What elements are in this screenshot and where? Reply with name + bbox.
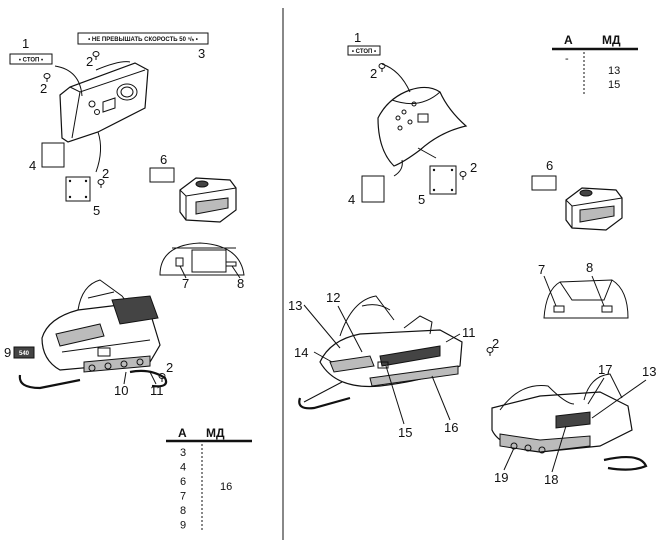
callout-13a-right: 13	[288, 298, 302, 313]
speed-decal	[77, 32, 209, 45]
callout-1-left: 1	[22, 36, 29, 51]
decal-5-left	[65, 176, 91, 202]
callout-11-right: 11	[462, 325, 476, 340]
left-panel: • СТОП • 1 • НЕ ПРЕВЫШАТЬ СКОРОСТЬ 50 ⁿ/…	[4, 32, 252, 532]
plate-decal-text: 540	[19, 351, 30, 357]
table-left-row-a: 3	[180, 447, 186, 459]
callout-3-left: 3	[198, 46, 205, 61]
callout-17-right: 17	[598, 362, 612, 377]
fuel-tank-right	[565, 187, 623, 231]
table-right-a-value: -	[565, 53, 569, 65]
callout-10-left: 10	[114, 383, 128, 398]
callout-16-right: 16	[444, 420, 458, 435]
right-panel: 1 • СТОП • 2 4 5 2	[288, 30, 656, 487]
callout-6-right: 6	[546, 158, 553, 173]
callout-5-right: 5	[418, 192, 425, 207]
screw-icon	[92, 51, 100, 60]
callout-8-right: 8	[586, 260, 593, 275]
table-left-row-a: 8	[180, 505, 186, 517]
callout-2d-left: 2	[166, 360, 173, 375]
decal-4-left	[41, 142, 65, 168]
table-right-col-md: МД	[602, 33, 621, 47]
stop-decal-text-right: • СТОП •	[352, 49, 376, 55]
screw-icon	[158, 373, 166, 382]
table-left-row-a: 4	[180, 462, 186, 474]
table-left-row-a: 7	[180, 491, 186, 503]
callout-4-left: 4	[29, 158, 36, 173]
table-left-row-a: 6	[180, 476, 186, 488]
callout-12-right: 12	[326, 290, 340, 305]
table-left-col-md: МД	[206, 426, 225, 440]
callout-2b-left: 2	[40, 81, 47, 96]
callout-7-right: 7	[538, 262, 545, 277]
plate-decal	[13, 346, 35, 359]
table-right-md-value-1: 13	[608, 65, 620, 77]
table-left-rows: 3 4 6 7 8 9	[180, 447, 186, 532]
decal-4-right	[361, 175, 385, 203]
callout-18-right: 18	[544, 472, 558, 487]
callout-2c-left: 2	[102, 166, 109, 181]
callout-15-right: 15	[398, 425, 412, 440]
table-left-md-value: 16	[220, 481, 232, 493]
snowmobile-right-rear	[491, 373, 648, 471]
hood-panel-left	[159, 242, 245, 276]
screw-icon	[97, 179, 105, 188]
instrument-console-right	[377, 63, 468, 177]
table-left: А МД 3 4 6 7 8 9 16	[166, 426, 252, 532]
decal-6-right	[531, 175, 557, 191]
table-left-col-a: А	[178, 426, 187, 440]
callout-2b-right: 2	[470, 160, 477, 175]
instrument-console-left	[54, 61, 149, 173]
decal-5-right	[429, 165, 457, 195]
callout-2a-left: 2	[86, 54, 93, 69]
table-right: А МД - 13 15	[552, 33, 638, 94]
screw-icon	[486, 347, 494, 356]
stop-decal-text-left: • СТОП •	[19, 58, 43, 64]
callout-5-left: 5	[93, 203, 100, 218]
callout-4-right: 4	[348, 192, 355, 207]
callout-7-left: 7	[182, 276, 189, 291]
speed-decal-text: • НЕ ПРЕВЫШАТЬ СКОРОСТЬ 50 ⁿ/ₕ •	[88, 36, 198, 43]
callout-6-left: 6	[160, 152, 167, 167]
callout-8-left: 8	[237, 276, 244, 291]
decal-6-left	[149, 167, 175, 183]
screw-icon	[459, 171, 467, 180]
callout-2a-right: 2	[370, 66, 377, 81]
screw-icon	[378, 63, 386, 72]
table-right-md-value-2: 15	[608, 79, 620, 91]
stop-decal-left	[9, 53, 53, 65]
snowmobile-right-front	[298, 295, 463, 410]
callout-2c-right: 2	[492, 336, 499, 351]
callout-13b-right: 13	[642, 364, 656, 379]
screw-icon	[43, 73, 51, 82]
table-left-row-a: 9	[180, 520, 186, 532]
snowmobile-left	[18, 279, 168, 390]
stop-decal-right	[347, 45, 381, 56]
callout-9-left: 9	[4, 345, 11, 360]
callout-19-right: 19	[494, 470, 508, 485]
callout-14-right: 14	[294, 345, 308, 360]
table-right-col-a: А	[564, 33, 573, 47]
callout-1-right: 1	[354, 30, 361, 45]
hood-panel-right	[543, 279, 629, 319]
fuel-tank-left	[179, 177, 237, 223]
callout-11-left: 11	[150, 383, 164, 398]
